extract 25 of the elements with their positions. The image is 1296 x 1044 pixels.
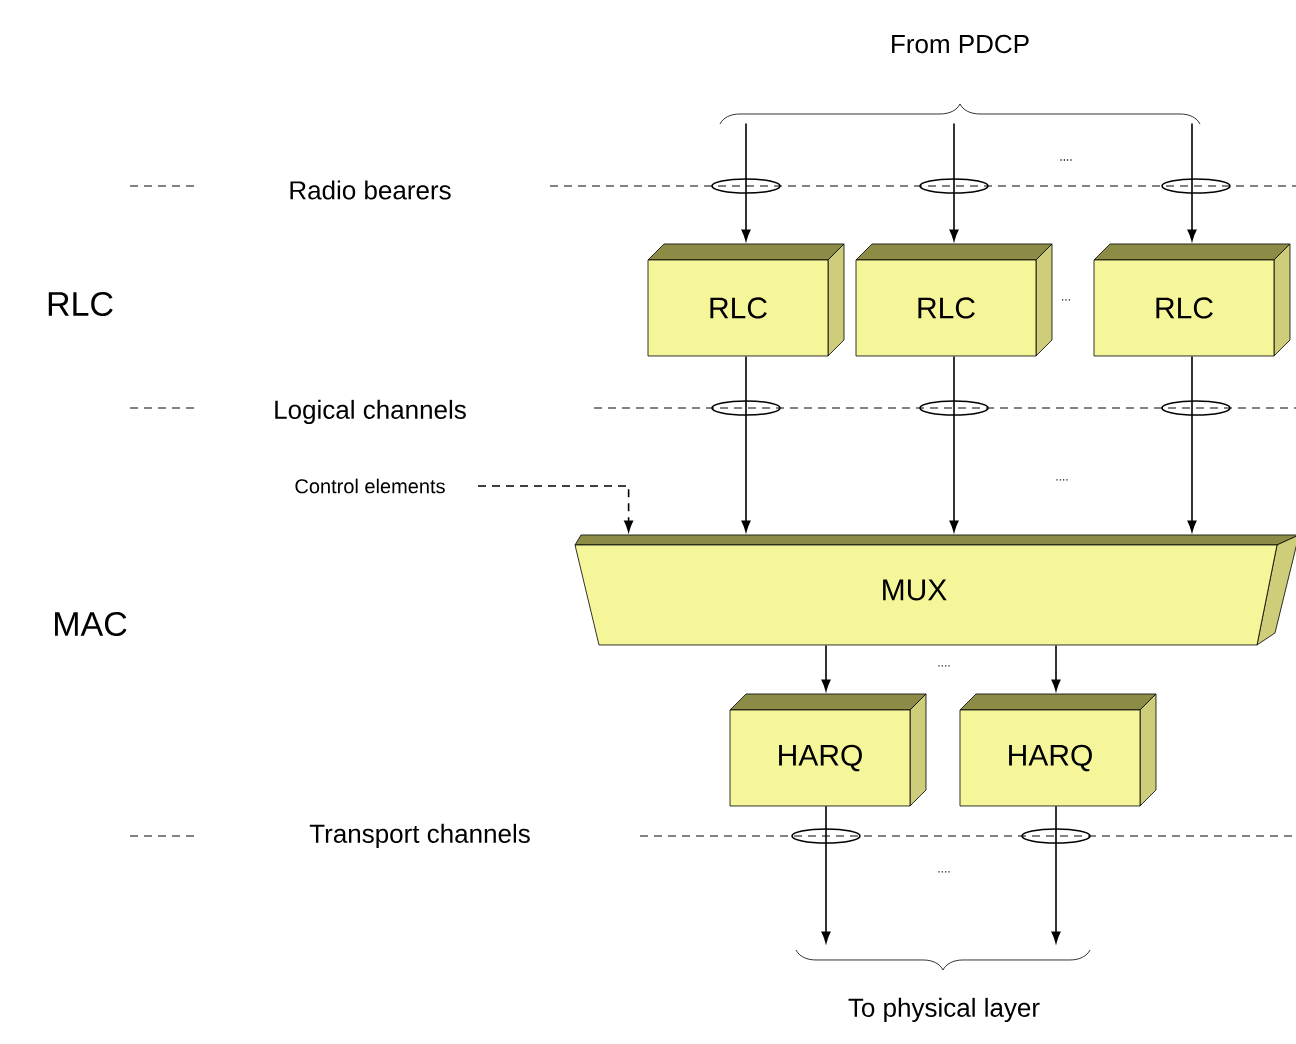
process-box: RLC <box>1093 243 1291 357</box>
process-box: HARQ <box>959 693 1157 807</box>
layer-label: RLC <box>48 291 113 317</box>
arrow <box>949 122 959 241</box>
channel-label: Logical channels <box>275 399 466 425</box>
process-box: RLC <box>647 243 845 357</box>
arrow <box>1187 355 1197 532</box>
arrow <box>821 805 831 943</box>
brace-label: From PDCP <box>719 34 1201 125</box>
arrow <box>821 644 831 691</box>
arrow <box>477 485 634 532</box>
brace-label: To physical layer <box>795 949 1091 1023</box>
layer-label: MAC <box>55 611 127 636</box>
arrow <box>1051 644 1061 691</box>
channel-label: Transport channels <box>309 823 530 849</box>
arrow <box>1051 805 1061 943</box>
arrow <box>1187 122 1197 241</box>
channel-label: Radio bearers <box>290 180 451 200</box>
arrow <box>741 355 751 532</box>
arrow <box>949 355 959 532</box>
multiplexer-block: MUX <box>574 534 1296 646</box>
process-box: RLC <box>855 243 1053 357</box>
process-box: HARQ <box>729 693 927 807</box>
node-label: Control elements <box>295 478 445 494</box>
arrow <box>741 122 751 241</box>
